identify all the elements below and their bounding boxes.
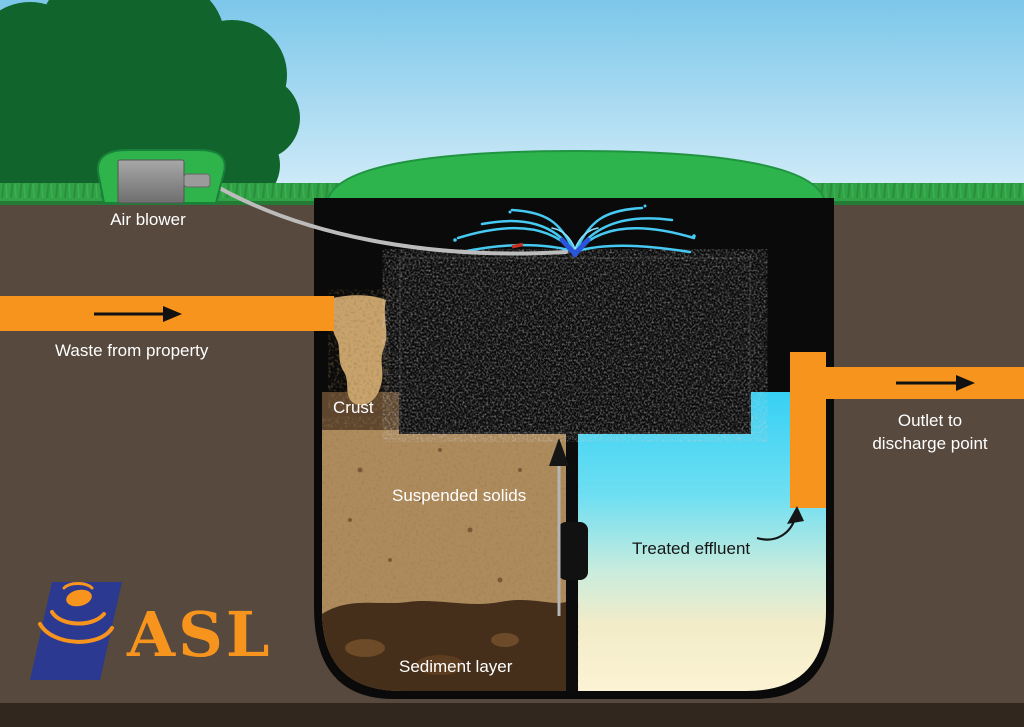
logo-parallelogram — [30, 582, 122, 680]
outlet-flow-arrowhead — [956, 375, 975, 391]
crust-specks — [331, 295, 387, 406]
ground-dark-strip — [0, 703, 1024, 727]
solids-dots — [348, 448, 522, 583]
logo-ripples — [38, 582, 114, 644]
inlet-pipe-group — [0, 296, 334, 331]
inlet-flow-arrowhead — [163, 306, 182, 322]
label-outlet: Outlet to discharge point — [842, 410, 1018, 456]
sediment-layer-zone — [322, 600, 566, 691]
logo-dot — [66, 589, 92, 607]
spray-droplets — [453, 204, 696, 242]
blower-nozzle — [183, 173, 211, 188]
label-outlet-line1: Outlet to — [897, 411, 963, 430]
label-waste-inlet: Waste from property — [55, 341, 209, 360]
label-air-blower: Air blower — [110, 210, 186, 229]
treated-effluent-zone — [578, 392, 826, 691]
effluent-pointer — [756, 506, 804, 541]
label-outlet-line2: discharge point — [872, 433, 988, 453]
logo-text: ASL — [127, 598, 273, 671]
label-suspended-solids: Suspended solids — [392, 486, 527, 505]
outlet-pipe-group — [790, 352, 1024, 508]
blower-box — [117, 159, 185, 204]
label-treated-effluent: Treated effluent — [632, 539, 751, 558]
asl-logo-mark — [30, 582, 122, 680]
divider-fitting — [558, 522, 588, 580]
flow-up-arrowhead — [549, 438, 569, 466]
filter-media-specks — [400, 258, 750, 433]
label-sediment-layer: Sediment layer — [399, 657, 513, 676]
label-crust: Crust — [333, 398, 374, 417]
tank-lid — [325, 149, 827, 205]
sediment-blobs — [345, 633, 519, 675]
air-blower-unit — [96, 149, 226, 204]
air-hose — [207, 180, 568, 256]
diffuser-base — [572, 251, 578, 257]
tank-interior — [322, 204, 826, 691]
spray-red-fleck — [511, 242, 524, 249]
